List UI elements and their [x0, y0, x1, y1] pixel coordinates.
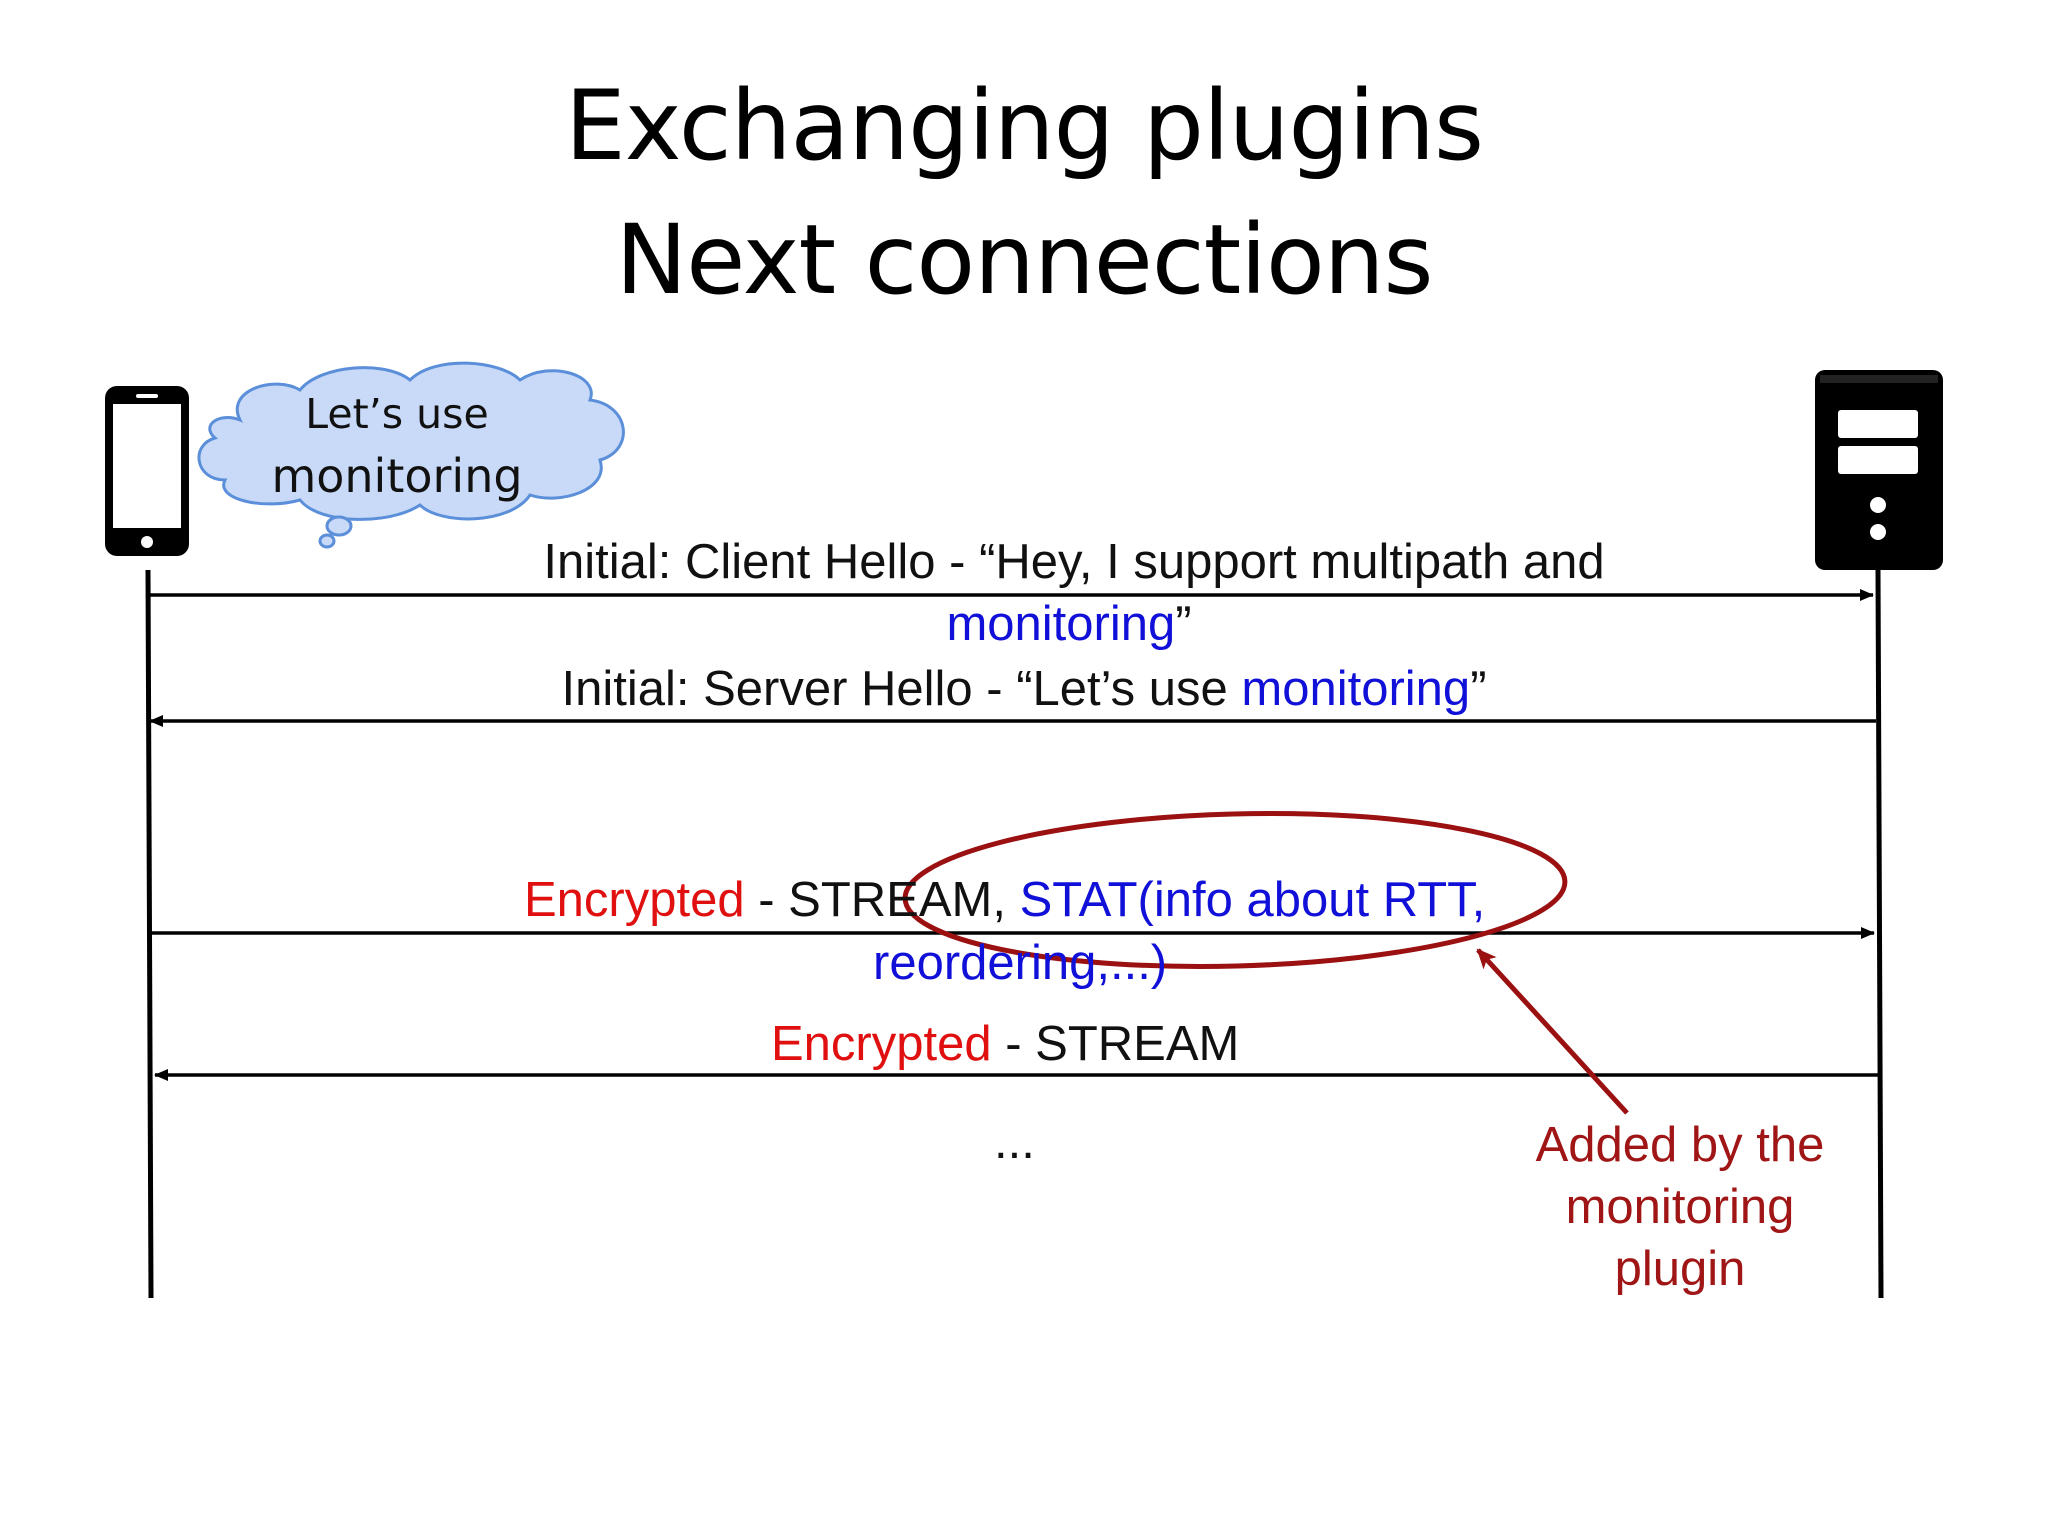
server-hello-prefix: Initial: Server Hello - “Let’s use	[561, 662, 1242, 716]
title-line-2: Next connections	[615, 204, 1433, 316]
thought-line-1: Let’s use	[305, 390, 489, 438]
title-line-1: Exchanging plugins	[565, 70, 1484, 182]
client-hello-monitoring: monitoring	[946, 597, 1176, 651]
encrypted-stat-label: Encrypted - STREAM, STAT(info about RTT,	[524, 876, 1485, 925]
smartphone-icon	[105, 386, 189, 556]
annotation-line-3: plugin	[1614, 1242, 1746, 1296]
server-icon	[1815, 370, 1943, 570]
client-hello-label-2: monitoring”	[0, 600, 2048, 649]
server-hello-label: Initial: Server Hello - “Let’s use monit…	[0, 665, 2048, 714]
server-hello-monitoring: monitoring	[1241, 662, 1471, 716]
ellipsis: ...	[994, 1115, 1035, 1169]
server-hello-suffix: ”	[1470, 662, 1487, 716]
annotation-arrow	[1476, 948, 1629, 1115]
annotation-line-1: Added by the	[1535, 1118, 1825, 1172]
client-hello-close-quote: ”	[1175, 597, 1192, 651]
server-lifeline	[1875, 569, 1884, 1299]
encrypted-stream-black: - STREAM	[991, 1017, 1240, 1071]
client-lifeline	[145, 569, 154, 1299]
thought-cloud	[197, 361, 625, 549]
encrypted-stat-blue: STAT(info about RTT,	[1019, 873, 1486, 927]
encrypted-stream-label: Encrypted - STREAM	[771, 1020, 1239, 1069]
encrypted-stream-red: Encrypted	[771, 1017, 992, 1071]
thought-line-2: monitoring	[271, 449, 523, 503]
encrypted-stat-blue-line-2: reordering,...)	[873, 936, 1168, 990]
annotation-note: Added by the monitoring plugin	[1500, 1114, 1860, 1300]
encrypted-stat-red: Encrypted	[524, 873, 745, 927]
annotation-line-2: monitoring	[1565, 1180, 1795, 1234]
client-hello-label-1: Initial: Client Hello - “Hey, I support …	[543, 535, 1605, 589]
highlight-ellipse	[902, 811, 1568, 969]
encrypted-stat-stream: - STREAM,	[744, 873, 1020, 927]
